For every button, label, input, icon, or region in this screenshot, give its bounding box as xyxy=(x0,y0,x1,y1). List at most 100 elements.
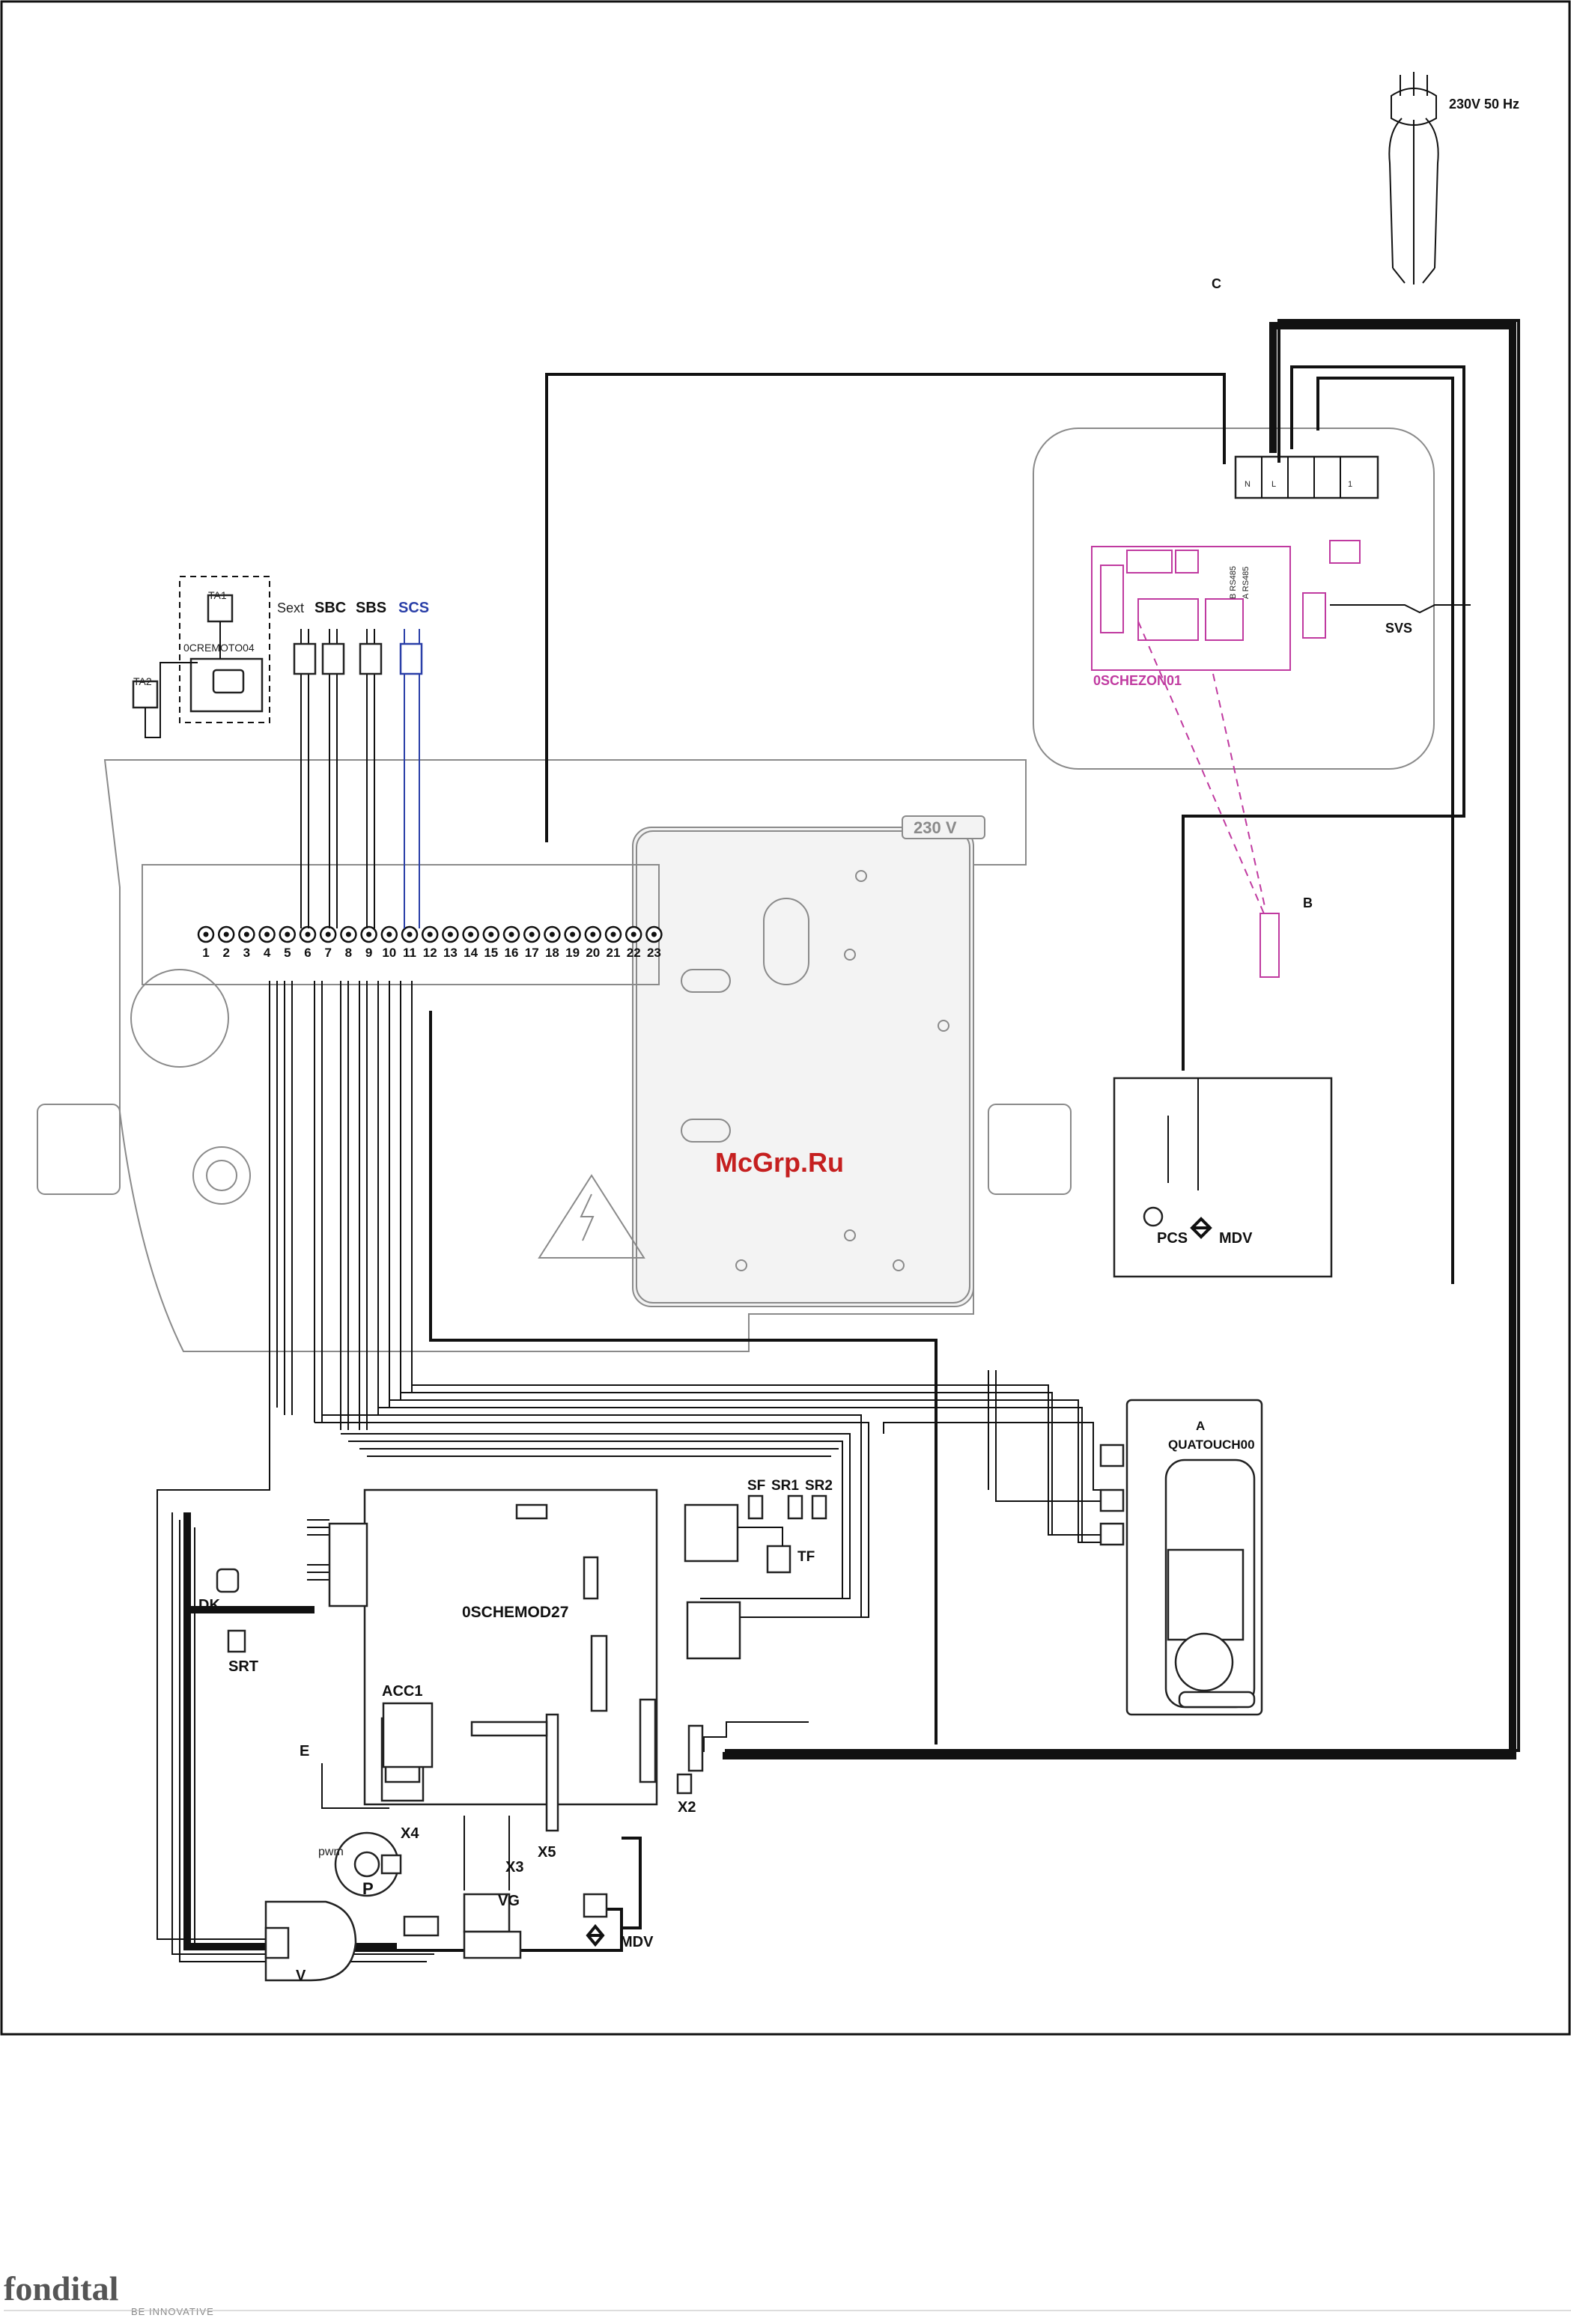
label-mdv-top: MDV xyxy=(1219,1230,1253,1247)
dk-switch xyxy=(217,1569,238,1592)
terminal-number: 7 xyxy=(324,946,331,960)
terminal-screw xyxy=(204,932,209,937)
label-sr1: SR1 xyxy=(771,1478,799,1494)
terminal-number: 10 xyxy=(382,946,396,960)
terminal-number: 9 xyxy=(365,946,372,960)
gas-valve xyxy=(464,1816,520,1958)
terminal-screw xyxy=(509,932,514,937)
sensor-scs: SCS xyxy=(398,600,429,616)
terminal-screw xyxy=(631,932,636,937)
svg-text:L: L xyxy=(1271,480,1276,489)
terminal-screw xyxy=(224,932,229,937)
terminal-screw xyxy=(570,932,575,937)
label-svs: SVS xyxy=(1385,621,1412,636)
terminal-number: 15 xyxy=(484,946,498,960)
label-srt: SRT xyxy=(228,1658,258,1675)
acc1-module xyxy=(383,1703,432,1767)
terminal-screw xyxy=(448,932,453,937)
svs-sensor xyxy=(1330,605,1471,612)
terminal-number: 13 xyxy=(443,946,458,960)
boiler-body xyxy=(37,760,1071,1351)
voltage-mark: 230 V xyxy=(914,818,957,837)
terminal-screw xyxy=(386,932,392,937)
sensor-sext: Sext xyxy=(277,600,304,615)
pcs-mdv-box xyxy=(1114,1078,1331,1277)
terminal-number: 1 xyxy=(202,946,209,960)
terminal-number: 6 xyxy=(304,946,311,960)
terminal-number: 11 xyxy=(403,946,416,960)
brand-logo: fondital xyxy=(4,2269,118,2308)
label-dk: DK xyxy=(198,1597,220,1613)
label-e: E xyxy=(300,1743,309,1759)
label-x3: X3 xyxy=(505,1859,523,1876)
svg-text:1: 1 xyxy=(1348,480,1352,489)
terminal-screw xyxy=(488,932,493,937)
label-pwm: pwm xyxy=(318,1846,344,1858)
fan xyxy=(266,1902,438,1980)
terminal-screw xyxy=(611,932,616,937)
brand-tagline: BE INNOVATIVE xyxy=(131,2306,214,2317)
terminal-screw xyxy=(346,932,351,937)
terminal-screw xyxy=(264,932,270,937)
svg-text:N: N xyxy=(1245,480,1251,489)
terminal-number: 17 xyxy=(525,946,539,960)
sensor-wires xyxy=(294,629,422,928)
terminal-screw xyxy=(285,932,290,937)
label-tf: TF xyxy=(797,1549,815,1565)
terminal-screw xyxy=(529,932,535,937)
ta1-label: TA1 xyxy=(208,589,227,601)
label-b: B xyxy=(1303,895,1313,910)
terminal-screw xyxy=(366,932,371,937)
terminal-number: 2 xyxy=(222,946,229,960)
terminal-screw xyxy=(651,932,657,937)
label-x2: X2 xyxy=(678,1799,696,1816)
terminal-number: 20 xyxy=(586,946,600,960)
terminal-number: 16 xyxy=(505,946,519,960)
zone-board-label: 0SCHEZON01 xyxy=(1093,673,1182,688)
touch-board-label: QUATOUCH00 xyxy=(1168,1438,1255,1452)
srt-sensor xyxy=(228,1631,245,1652)
svg-text:A RS485: A RS485 xyxy=(1242,567,1251,599)
terminal-screw xyxy=(326,932,331,937)
terminal-screw xyxy=(244,932,249,937)
mdv-valve-bottom xyxy=(584,1894,607,1944)
connector-x2 xyxy=(678,1774,691,1793)
zone-terminal-strip: N L 1 xyxy=(1236,457,1378,498)
terminal-screw xyxy=(468,932,473,937)
label-x4: X4 xyxy=(401,1825,419,1842)
ta2-label: TA2 xyxy=(133,675,152,687)
terminal-screw xyxy=(306,932,311,937)
terminal-number: 21 xyxy=(607,946,621,960)
svg-text:B RS485: B RS485 xyxy=(1229,566,1238,599)
label-x5: X5 xyxy=(538,1844,556,1861)
terminal-number: 12 xyxy=(423,946,437,960)
terminal-number: 22 xyxy=(627,946,641,960)
terminal-number: 23 xyxy=(647,946,661,960)
main-board-label: 0SCHEMOD27 xyxy=(462,1604,568,1621)
label-sf: SF xyxy=(747,1478,765,1494)
remote-label: 0CREMOTO04 xyxy=(183,642,255,654)
label-c: C xyxy=(1212,276,1221,291)
zone-board: B RS485 A RS485 xyxy=(1092,541,1360,670)
terminal-number: 4 xyxy=(264,946,271,960)
power-plug xyxy=(1389,72,1438,285)
terminal-number: 14 xyxy=(464,946,478,960)
label-p: P xyxy=(362,1879,374,1898)
label-sr2: SR2 xyxy=(805,1478,833,1494)
sensor-sbs: SBS xyxy=(356,600,386,616)
thermostat-ta2 xyxy=(133,663,198,737)
terminal-screw xyxy=(590,932,595,937)
label-v: V xyxy=(296,1968,306,1984)
sensor-sbc: SBC xyxy=(314,600,346,616)
terminal-number: 8 xyxy=(345,946,352,960)
label-pcs: PCS xyxy=(1157,1230,1188,1247)
terminal-screw xyxy=(407,932,413,937)
terminal-number: 19 xyxy=(565,946,580,960)
label-acc1: ACC1 xyxy=(382,1683,422,1700)
electronics-enclosure xyxy=(633,827,973,1307)
watermark: McGrp.Ru xyxy=(715,1147,844,1178)
terminal-number: 18 xyxy=(545,946,559,960)
terminal-number: 5 xyxy=(284,946,291,960)
